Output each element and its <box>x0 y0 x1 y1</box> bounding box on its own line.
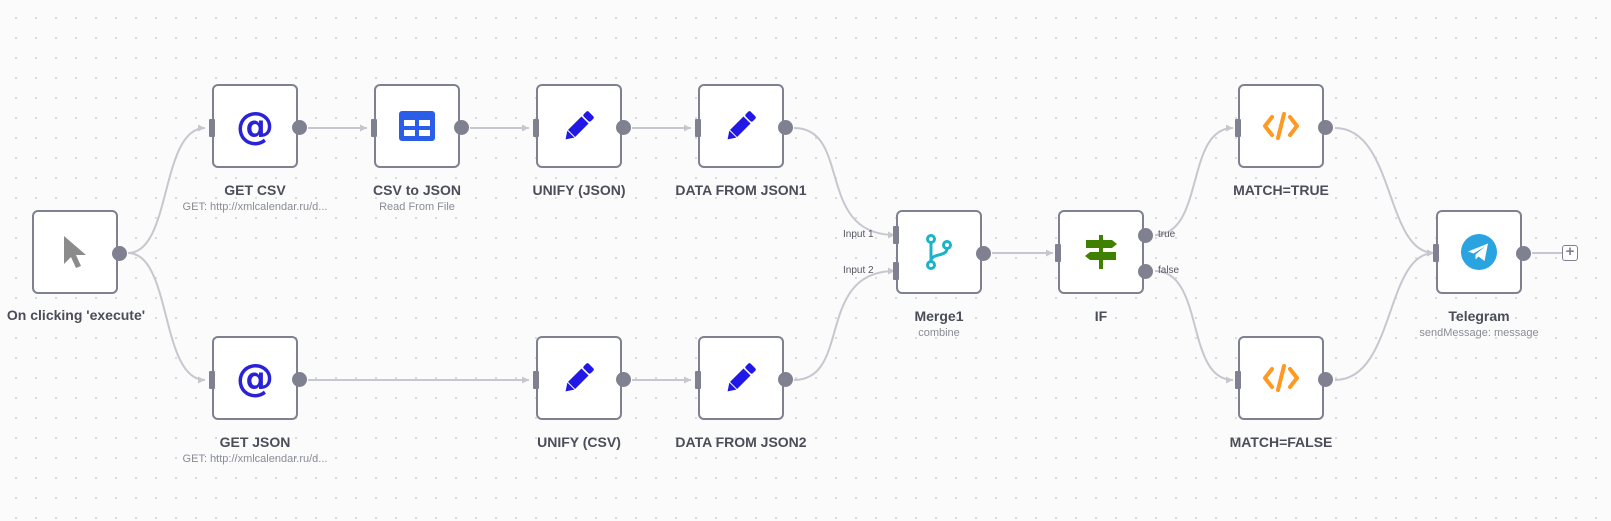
node-subtitle: GET: http://xmlcalendar.ru/d... <box>182 453 328 465</box>
false-label: false <box>1158 265 1180 276</box>
output-port[interactable] <box>616 372 631 387</box>
node-title: IF <box>1094 308 1108 324</box>
input-port[interactable] <box>1235 119 1241 137</box>
node-merge1[interactable] <box>896 210 982 294</box>
node-subtitle: sendMessage: message <box>1419 327 1539 339</box>
node-title: Merge1 <box>914 308 964 324</box>
at-icon: @ <box>235 356 275 400</box>
node-unify-json[interactable] <box>536 84 622 168</box>
input-port[interactable] <box>533 119 539 137</box>
input-port-2[interactable] <box>893 262 899 280</box>
input-port[interactable] <box>695 371 701 389</box>
node-manual-trigger[interactable] <box>32 210 118 294</box>
wire-matchfalse-telegram <box>1334 249 1435 381</box>
output-port[interactable] <box>112 246 127 261</box>
input-port[interactable] <box>1433 244 1439 262</box>
output-port[interactable] <box>616 120 631 135</box>
output-port[interactable] <box>292 372 307 387</box>
merge-icon <box>924 233 954 271</box>
node-title: MATCH=TRUE <box>1233 182 1329 198</box>
input-port[interactable] <box>533 371 539 389</box>
pencil-icon <box>721 106 761 146</box>
output-port[interactable] <box>1318 120 1333 135</box>
node-csv-to-json[interactable] <box>374 84 460 168</box>
at-icon: @ <box>235 104 275 148</box>
node-subtitle: GET: http://xmlcalendar.ru/d... <box>182 201 328 213</box>
node-title: GET JSON <box>219 434 291 450</box>
pencil-icon <box>721 358 761 398</box>
wire-iftrue-matchtrue <box>1154 124 1234 236</box>
node-title: DATA FROM JSON2 <box>675 434 807 450</box>
node-title: GET CSV <box>224 182 286 198</box>
pencil-icon <box>559 106 599 146</box>
true-label: true <box>1158 229 1176 240</box>
output-port-false[interactable] <box>1138 264 1153 279</box>
wire-data2-merge <box>793 267 896 381</box>
wire-matchtrue-telegram <box>1334 127 1435 257</box>
node-title: On clicking 'execute' <box>6 307 146 323</box>
node-title: MATCH=FALSE <box>1229 434 1333 450</box>
node-unify-csv[interactable] <box>536 336 622 420</box>
pencil-icon <box>559 358 599 398</box>
node-if[interactable] <box>1058 210 1144 294</box>
node-telegram[interactable] <box>1436 210 1522 294</box>
telegram-icon <box>1460 233 1498 271</box>
wire-trigger-getjson <box>127 252 206 384</box>
code-icon <box>1262 111 1300 141</box>
svg-text:@: @ <box>236 358 274 398</box>
input-port-1[interactable] <box>893 226 899 244</box>
output-port[interactable] <box>778 120 793 135</box>
svg-text:@: @ <box>236 106 274 146</box>
input-1-label: Input 1 <box>843 229 874 240</box>
wire-iffalse-matchfalse <box>1154 270 1234 384</box>
node-title: CSV to JSON <box>373 182 461 198</box>
node-subtitle: combine <box>918 327 960 339</box>
input-port[interactable] <box>209 371 215 389</box>
node-get-csv[interactable]: @ <box>212 84 298 168</box>
cursor-icon <box>62 234 88 270</box>
table-icon <box>398 110 436 142</box>
node-data-from-json2[interactable] <box>698 336 784 420</box>
output-port[interactable] <box>976 246 991 261</box>
output-port-true[interactable] <box>1138 228 1153 243</box>
input-2-label: Input 2 <box>843 265 874 276</box>
node-data-from-json1[interactable] <box>698 84 784 168</box>
input-port[interactable] <box>371 119 377 137</box>
input-port[interactable] <box>209 119 215 137</box>
node-title: UNIFY (CSV) <box>537 434 621 450</box>
node-subtitle: Read From File <box>379 201 455 213</box>
output-port[interactable] <box>292 120 307 135</box>
node-match-true[interactable] <box>1238 84 1324 168</box>
input-port[interactable] <box>1235 371 1241 389</box>
output-port[interactable] <box>1318 372 1333 387</box>
node-title: UNIFY (JSON) <box>532 182 626 198</box>
code-icon <box>1262 363 1300 393</box>
input-port[interactable] <box>695 119 701 137</box>
output-port[interactable] <box>454 120 469 135</box>
wire-data1-merge <box>793 127 896 239</box>
node-match-false[interactable] <box>1238 336 1324 420</box>
add-node-button[interactable]: + <box>1562 244 1578 261</box>
output-port[interactable] <box>778 372 793 387</box>
node-title: DATA FROM JSON1 <box>675 182 807 198</box>
input-port[interactable] <box>1055 244 1061 262</box>
node-title: Telegram <box>1448 308 1510 324</box>
output-port[interactable] <box>1516 246 1531 261</box>
wire-trigger-getcsv <box>127 124 206 254</box>
node-get-json[interactable]: @ <box>212 336 298 420</box>
signpost-icon <box>1083 233 1119 271</box>
